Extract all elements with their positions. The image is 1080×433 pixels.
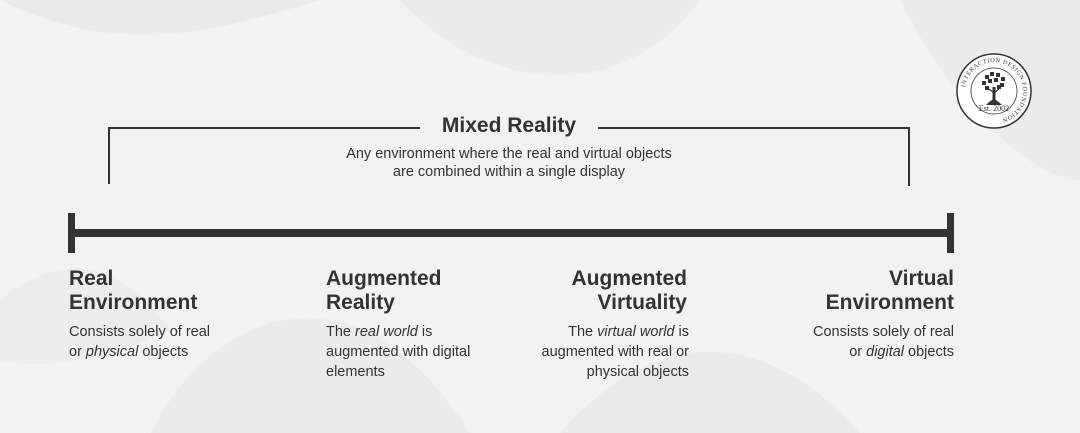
mixed-reality-description-line: Any environment where the real and virtu… <box>346 146 672 162</box>
description-line: elements <box>326 362 470 382</box>
description-text: Consists solely of real <box>69 324 211 340</box>
augmented-reality-description: The real world is augmented with digital e… <box>326 322 470 382</box>
logo-year-text: Est. 2002 <box>978 104 1010 113</box>
heading-line: Virtual <box>889 267 954 290</box>
description-text: physical objects <box>586 364 689 380</box>
augmented-reality-heading: Augmented Reality <box>326 267 442 315</box>
description-text: augmented with digital <box>326 344 471 360</box>
heading-line: Virtuality <box>597 291 687 314</box>
mixed-reality-title: Mixed Reality <box>0 114 1018 138</box>
real-environment-heading: Real Environment <box>69 267 197 315</box>
mixed-reality-description-line: are combined within a single display <box>392 164 626 180</box>
heading-line: Environment <box>825 291 954 314</box>
description-text: augmented with real or <box>541 344 690 360</box>
description-line: augmented with real or <box>542 342 690 362</box>
description-line: Consists solely of real <box>69 322 210 342</box>
description-line: or physical objects <box>69 342 210 362</box>
mixed-reality-description: Any environment where the real and virtu… <box>0 145 1018 181</box>
description-text: or <box>69 344 86 360</box>
heading-line: Environment <box>69 291 198 314</box>
augmented-virtuality-description: The virtual world is augmented with real … <box>542 322 690 382</box>
description-text: The <box>568 324 598 340</box>
description-line: The virtual world is <box>542 322 689 342</box>
description-text: is <box>417 324 433 340</box>
description-line: Consists solely of real <box>813 322 954 342</box>
description-text: or <box>849 344 867 360</box>
italic-text: real world <box>355 324 418 340</box>
heading-line: Real <box>69 267 114 290</box>
description-text: The <box>326 324 356 340</box>
mixed-reality-bracket <box>108 127 910 186</box>
description-line: physical objects <box>542 362 689 382</box>
description-line: or digital objects <box>813 342 954 362</box>
augmented-virtuality-heading: Augmented Virtuality <box>572 267 688 315</box>
reality-virtuality-continuum-axis <box>68 213 954 253</box>
virtual-environment-description: Consists solely of real or digital object… <box>813 322 954 362</box>
interaction-design-foundation-logo: INTERACTION DESIGN FOUNDATION <box>956 53 1032 129</box>
italic-text: digital <box>866 344 905 360</box>
description-line: The real world is <box>326 322 470 342</box>
heading-line: Reality <box>326 291 395 314</box>
real-environment-description: Consists solely of real or physical objec… <box>69 322 210 362</box>
description-text: objects <box>138 344 189 360</box>
virtual-environment-heading: Virtual Environment <box>826 267 954 315</box>
description-line: augmented with digital <box>326 342 470 362</box>
tree-icon <box>982 72 1005 105</box>
description-text: is <box>674 324 689 340</box>
heading-line: Augmented <box>326 267 442 290</box>
description-text: objects <box>904 344 954 360</box>
italic-text: physical <box>85 344 139 360</box>
description-text: elements <box>326 364 385 380</box>
description-text: Consists solely of real <box>812 324 954 340</box>
heading-line: Augmented <box>571 267 688 290</box>
italic-text: virtual world <box>597 324 675 340</box>
